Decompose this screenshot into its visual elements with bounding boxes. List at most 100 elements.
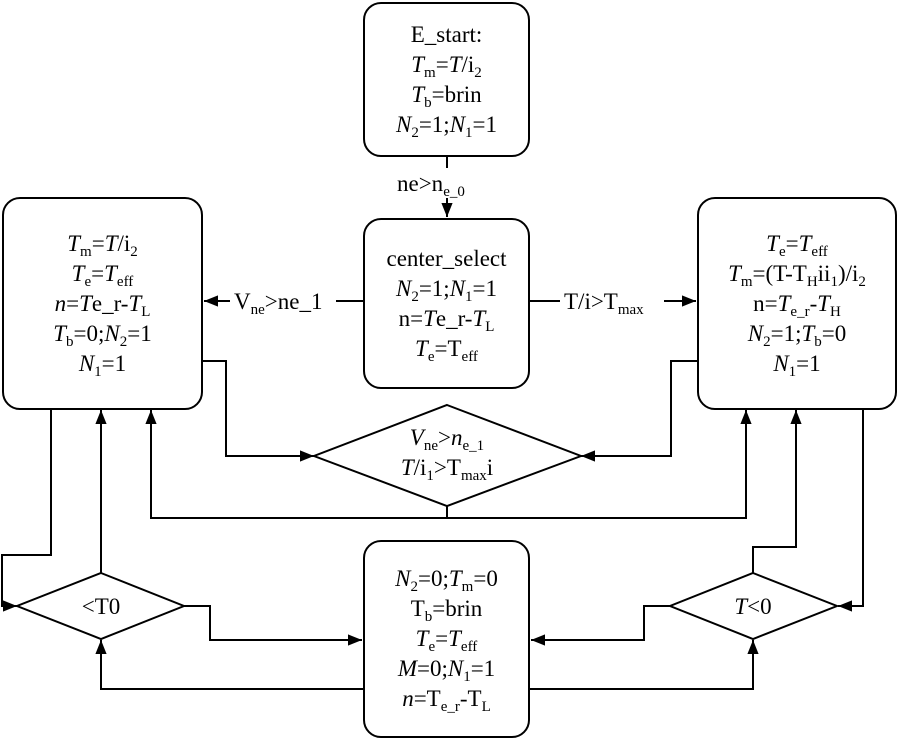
subscript: eff xyxy=(461,348,478,365)
text-run: T xyxy=(423,305,436,331)
subscript: e_0 xyxy=(443,184,465,200)
text-run: >ne_1 xyxy=(264,289,323,314)
subscript: 2 xyxy=(474,64,482,81)
subscript: eff xyxy=(116,273,134,290)
text-run: = xyxy=(435,51,449,77)
text-run: )/i xyxy=(837,260,859,286)
text-run: n xyxy=(54,290,67,316)
subscript: ne xyxy=(250,302,265,318)
text-run: =1 xyxy=(470,656,496,681)
text-run: T xyxy=(777,290,791,316)
text-run: =1 xyxy=(796,350,821,376)
text-run: =T xyxy=(434,335,462,361)
text-run: >T xyxy=(433,455,461,480)
text-run: T xyxy=(472,305,486,331)
node-text-line: T/i1>Tmaxi xyxy=(347,453,547,484)
text-run: T xyxy=(410,596,425,621)
subscript: 2 xyxy=(763,333,771,350)
text-run: T xyxy=(798,230,812,256)
subscript: 2 xyxy=(858,273,866,290)
subscript: 2 xyxy=(410,579,419,595)
text-run: V xyxy=(234,289,251,314)
node-text-line: N1=1 xyxy=(78,349,127,380)
subscript: b xyxy=(424,94,432,111)
text-run: =1 xyxy=(472,275,498,301)
node-text-line: N1=1 xyxy=(773,349,821,380)
text-run: n= xyxy=(398,305,424,331)
node-text-line: Tb=0;N2=1 xyxy=(53,319,152,350)
text-run: e_r- xyxy=(435,305,473,331)
node-text-line: Te=Teff xyxy=(766,229,828,260)
edge-bottom-to-decision-right xyxy=(530,640,759,690)
subscript: 1 xyxy=(463,669,471,685)
node-text-line: center_select xyxy=(386,244,506,274)
text-run: =0 xyxy=(473,566,498,591)
text-run: =1; xyxy=(418,111,450,137)
text-run: T xyxy=(104,260,117,286)
text-run: T xyxy=(728,260,741,286)
subscript: L xyxy=(141,303,151,320)
text-run: T xyxy=(67,230,81,256)
subscript: 1 xyxy=(465,124,473,141)
text-run: <T0 xyxy=(81,594,121,619)
text-run: = xyxy=(435,626,449,651)
decision-middle-shape xyxy=(311,403,584,508)
subscript: 1 xyxy=(94,363,102,380)
text-run: T xyxy=(734,594,748,619)
text-run: M xyxy=(397,656,417,681)
edge-decision-middle-to-right xyxy=(447,410,752,519)
subscript: 1 xyxy=(426,468,434,484)
text-run: N xyxy=(449,275,466,301)
text-run: =brin xyxy=(432,596,483,621)
text-run: T xyxy=(411,81,425,107)
text-run: =1; xyxy=(770,320,802,346)
text-run: <0 xyxy=(747,594,772,619)
text-run: - xyxy=(809,290,818,316)
subscript: b xyxy=(66,333,74,350)
node-text-line: n=Te_r-TH xyxy=(753,289,841,320)
node-text-line: Tb=brin xyxy=(410,594,483,625)
text-run: =brin xyxy=(431,81,482,107)
text-run: T xyxy=(71,260,85,286)
subscript: b xyxy=(814,333,822,350)
node-text-line: N2=1;Tb=0 xyxy=(748,319,847,350)
node-text-line: T<0 xyxy=(703,592,803,622)
text-run: T xyxy=(766,230,779,256)
text-run: N xyxy=(104,320,120,346)
node-text-line: Tm=T/i2 xyxy=(67,229,138,260)
text-run: N xyxy=(449,111,466,137)
text-run: =(T-T xyxy=(752,260,807,286)
text-run: T xyxy=(448,626,461,651)
text-run: =1 xyxy=(101,350,127,376)
edge-label-center-to-left: Vne>ne_1 xyxy=(233,289,324,318)
subscript: H xyxy=(830,303,841,320)
text-run: ii xyxy=(817,260,831,286)
text-run: N xyxy=(447,656,464,681)
subscript: 1 xyxy=(465,288,473,305)
text-run: T xyxy=(128,290,142,316)
edge-decision-middle-to-left xyxy=(145,410,448,519)
subscript: m xyxy=(740,273,753,290)
text-run: =0 xyxy=(821,320,847,346)
edge-decision-left-to-bottom xyxy=(184,605,362,646)
subscript: 2 xyxy=(119,333,128,350)
text-run: N xyxy=(395,111,412,137)
text-run: = xyxy=(91,260,105,286)
subscript: max xyxy=(617,302,644,318)
node-text-line: n=Te_r-TL xyxy=(402,684,491,715)
node-text-line: n=Te_r-TL xyxy=(54,289,151,320)
edge-left-to-decision-middle xyxy=(202,360,314,462)
subscript: m xyxy=(461,579,474,595)
text-run: = xyxy=(91,230,105,256)
node-text-line: E_start: xyxy=(411,20,483,50)
text-run: N xyxy=(78,350,95,376)
edge-decision-right-to-bottom xyxy=(531,605,670,646)
text-run: = xyxy=(66,290,80,316)
node-text-line: Tm=T/i2 xyxy=(411,50,482,81)
subscript: 2 xyxy=(411,288,419,305)
node-text-line: <T0 xyxy=(51,592,151,622)
subscript: 2 xyxy=(130,243,138,260)
